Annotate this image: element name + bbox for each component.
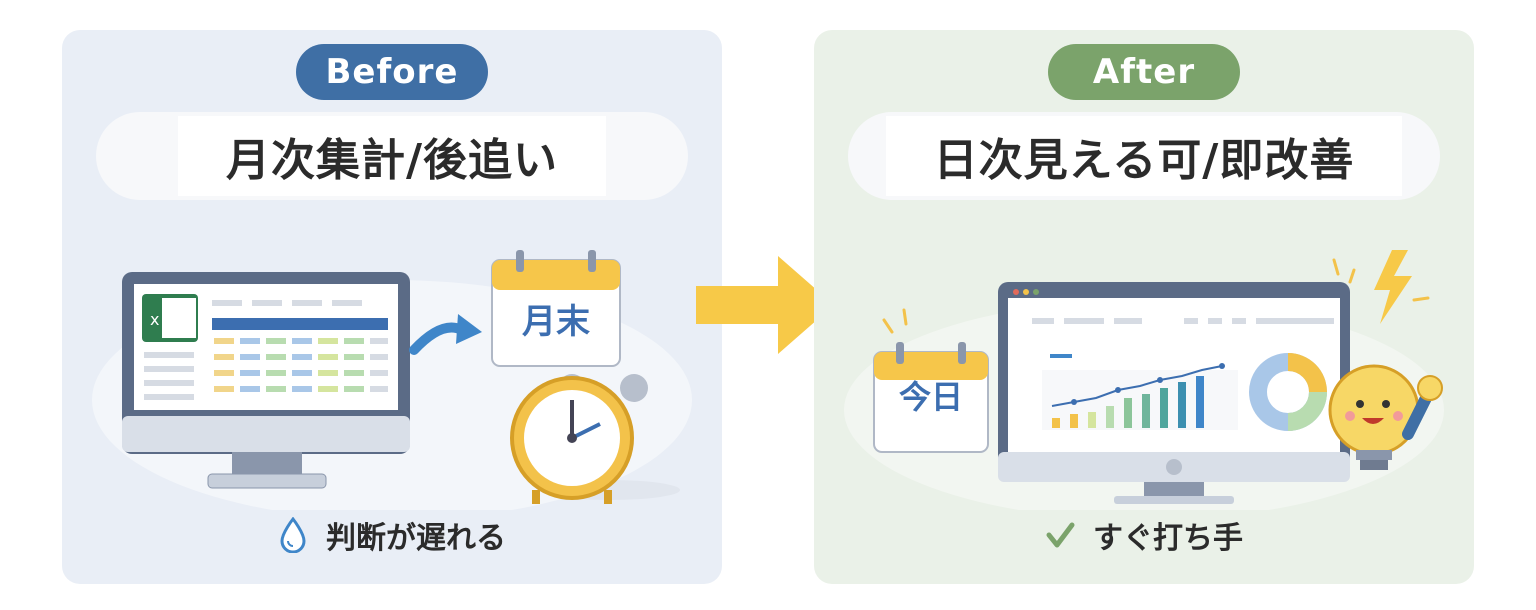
- before-badge: Before: [296, 44, 488, 100]
- before-illustration: x: [92, 250, 692, 510]
- after-panel: After 日次見える可/即改善: [814, 30, 1474, 584]
- after-badge: After: [1048, 44, 1240, 100]
- excel-monitor-icon: x: [122, 272, 410, 489]
- calendar-icon: [873, 342, 989, 453]
- before-title: 月次集計/後追い: [177, 116, 607, 196]
- after-caption: すぐ打ち手: [1093, 521, 1243, 556]
- dashboard-monitor-icon: [998, 282, 1350, 504]
- right-arrow-icon: [696, 256, 834, 354]
- after-title: 日次見える可/即改善: [885, 116, 1403, 196]
- calendar-icon: [491, 250, 621, 367]
- before-caption-row: 判断が遅れる: [62, 510, 722, 560]
- sparkle-icon: [882, 258, 1430, 334]
- water-drop-icon: [280, 517, 306, 553]
- svg-text:x: x: [150, 310, 159, 329]
- after-title-card: 日次見える可/即改善: [848, 112, 1440, 200]
- checkmark-icon: [1046, 522, 1075, 548]
- before-title-card: 月次集計/後追い: [96, 112, 688, 200]
- before-calendar-label: 月末: [522, 302, 590, 342]
- lightbulb-character-icon: [1328, 250, 1443, 470]
- before-caption: 判断が遅れる: [326, 521, 506, 556]
- alarm-clock-icon: [510, 374, 680, 504]
- after-caption-row: すぐ打ち手: [814, 510, 1474, 560]
- after-calendar-label: 今日: [898, 378, 963, 416]
- before-panel: Before 月次集計/後追い x: [62, 30, 722, 584]
- after-illustration: [844, 250, 1444, 510]
